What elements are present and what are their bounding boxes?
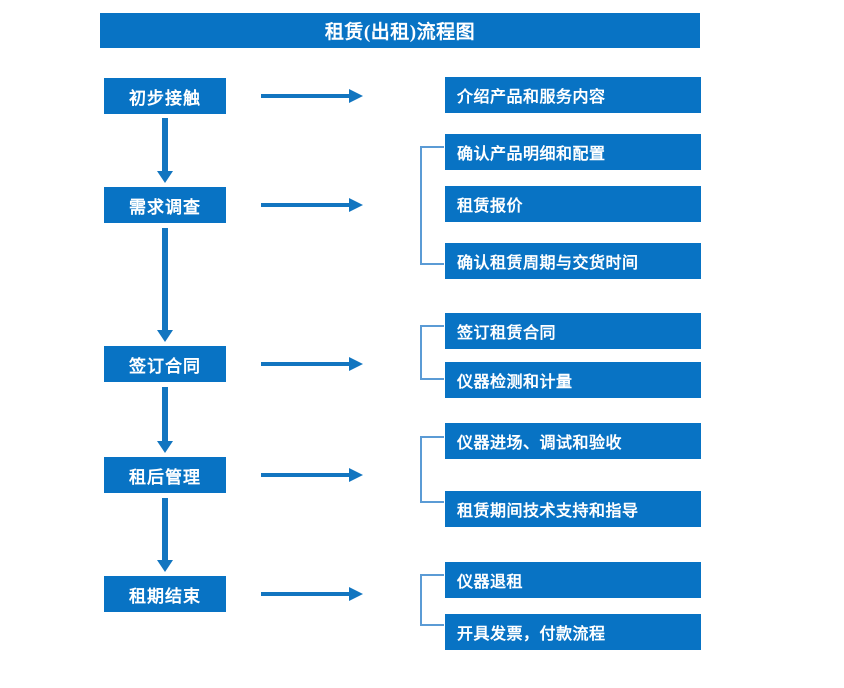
detail-box[interactable]: 仪器退租 — [445, 562, 701, 598]
arrow-to-end-of-term — [261, 587, 363, 601]
detail-box[interactable]: 租赁期间技术支持和指导 — [445, 491, 701, 527]
arrow-to-requirements — [261, 198, 363, 212]
page-title: 租赁(出租)流程图 — [100, 13, 700, 48]
detail-box-label: 确认租赁周期与交货时间 — [457, 255, 639, 272]
bracket-contract — [420, 325, 444, 380]
detail-box-label: 仪器检测和计量 — [457, 374, 573, 391]
detail-box-label: 仪器退租 — [457, 574, 524, 591]
arrow-to-post-rental — [261, 468, 363, 482]
stage-box[interactable]: 签订合同 — [104, 346, 226, 382]
detail-box-label: 签订租赁合同 — [457, 325, 557, 342]
detail-box-label: 租赁报价 — [457, 198, 524, 215]
detail-box-label: 确认产品明细和配置 — [457, 146, 606, 163]
detail-box-label: 租赁期间技术支持和指导 — [457, 503, 639, 520]
detail-box[interactable]: 确认租赁周期与交货时间 — [445, 243, 701, 279]
detail-box[interactable]: 介绍产品和服务内容 — [445, 77, 701, 113]
arrow-post-rental-to-end — [157, 498, 173, 572]
stage-box-label: 需求调查 — [129, 197, 201, 217]
stage-box-label: 签订合同 — [129, 356, 201, 376]
stage-box-label: 租期结束 — [129, 586, 201, 606]
arrow-to-contract — [261, 357, 363, 371]
stage-box[interactable]: 需求调查 — [104, 187, 226, 223]
arrow-initial-to-requirements — [157, 118, 173, 183]
detail-box[interactable]: 租赁报价 — [445, 186, 701, 222]
bracket-post-rental — [420, 436, 444, 503]
detail-box[interactable]: 签订租赁合同 — [445, 313, 701, 349]
detail-box-label: 介绍产品和服务内容 — [457, 89, 606, 106]
stage-box[interactable]: 初步接触 — [104, 78, 226, 114]
bracket-end-of-term — [420, 574, 444, 626]
detail-box[interactable]: 仪器进场、调试和验收 — [445, 423, 701, 459]
stage-box[interactable]: 租期结束 — [104, 576, 226, 612]
stage-box-label: 租后管理 — [129, 467, 201, 487]
detail-box-label: 开具发票，付款流程 — [457, 626, 606, 643]
detail-box[interactable]: 开具发票，付款流程 — [445, 614, 701, 650]
arrow-to-intro — [261, 89, 363, 103]
detail-box[interactable]: 仪器检测和计量 — [445, 362, 701, 398]
arrow-requirements-to-contract — [157, 228, 173, 342]
bracket-requirements — [420, 146, 444, 265]
arrow-contract-to-post-rental — [157, 387, 173, 453]
detail-box[interactable]: 确认产品明细和配置 — [445, 134, 701, 170]
detail-box-label: 仪器进场、调试和验收 — [457, 435, 623, 452]
stage-box[interactable]: 租后管理 — [104, 457, 226, 493]
stage-box-label: 初步接触 — [129, 88, 201, 108]
